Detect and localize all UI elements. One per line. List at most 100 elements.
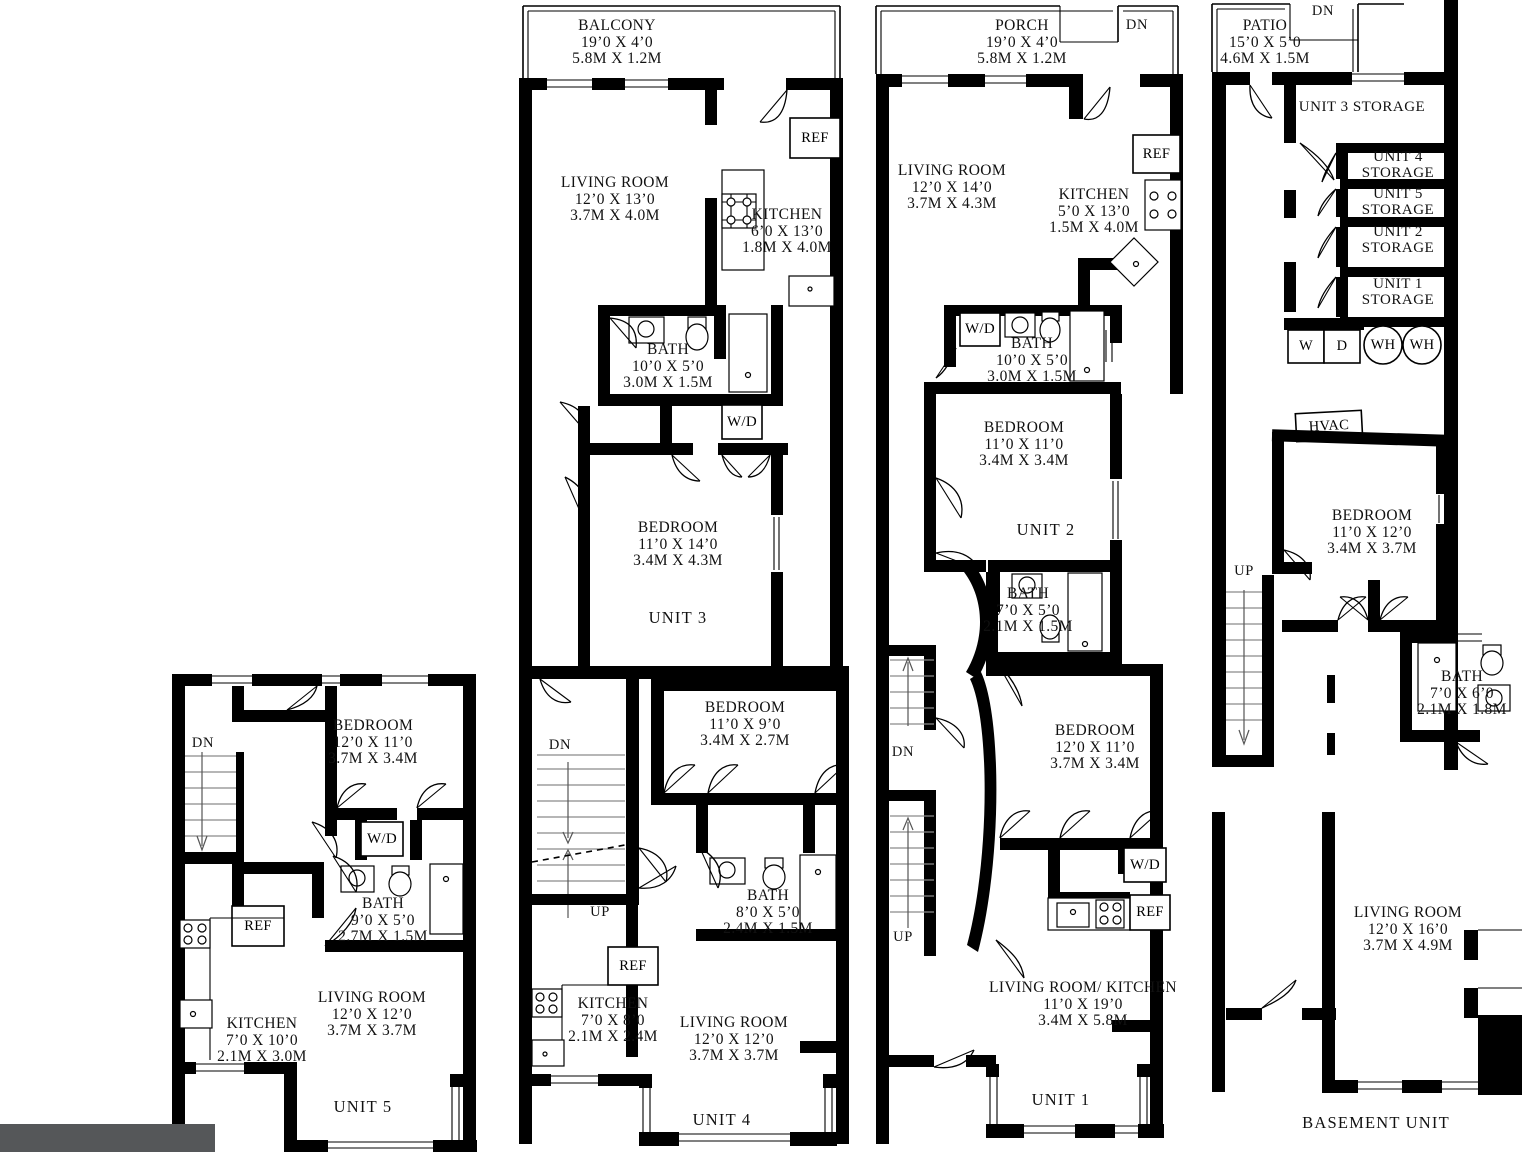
- room-name: BALCONY: [578, 17, 656, 34]
- room-dim-metric: 5.8M X 1.2M: [572, 50, 662, 68]
- room-dim-metric: 2.1M X 2.4M: [568, 1028, 658, 1046]
- room-dim-metric: 3.4M X 4.3M: [633, 552, 723, 570]
- room-dim-metric: 2.1M X 1.5M: [983, 618, 1073, 636]
- room-label-patio-basement: PATIO 15’0 X 5’0 4.6M X 1.5M: [1220, 17, 1310, 68]
- room-name: LIVING ROOM: [679, 1014, 789, 1031]
- room-dim-metric: 3.7M X 3.7M: [689, 1047, 779, 1065]
- room-dim-imperial: 9’0 X 5’0: [351, 911, 415, 929]
- appliance-wd-unit1: W/D: [1129, 856, 1161, 873]
- room-dim-metric: 3.7M X 4.3M: [907, 195, 997, 213]
- room-name: LIVING ROOM: [560, 174, 670, 191]
- room-name: BEDROOM: [637, 519, 719, 536]
- unit-label-basement: BASEMENT UNIT: [1302, 1113, 1450, 1132]
- room-name: BATH: [1440, 668, 1484, 685]
- unit-label-unit5: UNIT 5: [333, 1097, 393, 1116]
- room-dim-metric: 3.4M X 3.4M: [979, 452, 1069, 470]
- room-dim-metric: 5.8M X 1.2M: [977, 50, 1067, 68]
- room-dim-imperial: 11’0 X 12’0: [1332, 523, 1412, 541]
- stair-label-dn-basement: DN: [1311, 3, 1335, 19]
- room-name: KITCHEN: [1058, 186, 1130, 203]
- watermark-bar: [0, 1124, 215, 1152]
- room-name: KITCHEN: [226, 1015, 298, 1032]
- room-dim-metric: 1.5M X 4.0M: [1049, 219, 1139, 237]
- room-label-bath-unit2: BATH 10’0 X 5’0 3.0M X 1.5M: [987, 335, 1077, 386]
- stair-label-dn-unit2: DN: [1125, 17, 1149, 33]
- room-dim-imperial: 10’0 X 5’0: [995, 351, 1069, 369]
- room-label-living-unit5: LIVING ROOM 12’0 X 12’0 3.7M X 3.7M: [318, 989, 426, 1040]
- room-label-bath-unit3: BATH 10’0 X 5’0 3.0M X 1.5M: [623, 341, 713, 392]
- room-label-living-basement: LIVING ROOM 12’0 X 16’0 3.7M X 4.9M: [1354, 904, 1462, 955]
- unit3-geometry: [519, 5, 849, 704]
- room-label-bedroom-basement: BEDROOM 11’0 X 12’0 3.4M X 3.7M: [1327, 507, 1417, 558]
- room-dim-imperial: 11’0 X 14’0: [638, 535, 718, 553]
- stair-label-dn-unit4: DN: [548, 737, 572, 753]
- room-dim-metric: 3.7M X 3.4M: [1050, 755, 1140, 773]
- unit-label-unit1: UNIT 1: [1031, 1090, 1091, 1109]
- room-label-balcony-unit3: BALCONY 19’0 X 4’0 5.8M X 1.2M: [572, 17, 662, 68]
- room-label-bedroom-unit4: BEDROOM 11’0 X 9’0 3.4M X 2.7M: [700, 699, 790, 750]
- room-dim-imperial: 7’0 X 10’0: [225, 1031, 299, 1049]
- stair-label-dn-unit5: DN: [191, 735, 215, 751]
- appliance-waterheater-2: WH: [1409, 336, 1435, 353]
- room-label-bath2-unit2: BATH 7’0 X 5’0 2.1M X 1.5M: [983, 585, 1073, 636]
- appliance-ref-unit2: REF: [1142, 145, 1171, 162]
- room-dim-imperial: 19’0 X 4’0: [985, 33, 1059, 51]
- stair-label-dn-unit1: DN: [891, 744, 915, 760]
- room-name: BATH: [646, 341, 690, 358]
- room-dim-metric: 3.4M X 5.8M: [1038, 1012, 1128, 1030]
- basement-geometry: [1211, 0, 1522, 1095]
- room-label-bedroom-unit3: BEDROOM 11’0 X 14’0 3.4M X 4.3M: [633, 519, 723, 570]
- room-name: KITCHEN: [751, 206, 823, 223]
- room-label-living-unit2: LIVING ROOM 12’0 X 14’0 3.7M X 4.3M: [898, 162, 1006, 213]
- room-name: LIVING ROOM/ KITCHEN: [989, 979, 1177, 996]
- unit-label-unit4: UNIT 4: [692, 1110, 752, 1129]
- unit5-geometry: [172, 674, 477, 1152]
- room-dim-metric: 3.7M X 4.9M: [1363, 937, 1453, 955]
- room-name: KITCHEN: [577, 995, 649, 1012]
- room-dim-imperial: 15’0 X 5’0: [1228, 33, 1302, 51]
- room-dim-imperial: 12’0 X 12’0: [693, 1030, 775, 1048]
- room-label-kitchen-unit2: KITCHEN 5’0 X 13’0 1.5M X 4.0M: [1049, 186, 1139, 237]
- unit4-geometry: [519, 679, 849, 1146]
- room-dim-imperial: 12’0 X 16’0: [1367, 920, 1449, 938]
- appliance-wd-unit3: W/D: [726, 413, 758, 430]
- room-name: BATH: [746, 887, 790, 904]
- room-dim-metric: 3.7M X 3.4M: [328, 750, 418, 768]
- room-label-bath-unit4: BATH 8’0 X 5’0 2.4M X 1.5M: [723, 887, 813, 938]
- room-name: BEDROOM: [1331, 507, 1413, 524]
- appliance-ref-unit5: REF: [244, 917, 272, 934]
- stair-label-up-unit1: UP: [893, 929, 913, 945]
- room-label-bath-basement: BATH 7’0 X 6’0 2.1M X 1.8M: [1417, 668, 1507, 719]
- room-name: BATH: [1010, 335, 1054, 352]
- appliance-washer-basement: W: [1299, 338, 1313, 354]
- room-dim-metric: 3.7M X 3.7M: [327, 1022, 417, 1040]
- room-name: BATH: [1006, 585, 1050, 602]
- room-dim-imperial: 11’0 X 9’0: [709, 715, 781, 733]
- room-dim-imperial: 19’0 X 4’0: [580, 33, 654, 51]
- room-label-bedroom-unit1: BEDROOM 12’0 X 11’0 3.7M X 3.4M: [1050, 722, 1140, 773]
- room-dim-imperial: 12’0 X 11’0: [1055, 738, 1135, 756]
- room-dim-metric: 1.8M X 4.0M: [742, 239, 832, 257]
- room-name: PORCH: [995, 17, 1049, 34]
- appliance-hvac-basement: HVAC: [1308, 416, 1350, 435]
- room-name: BEDROOM: [983, 419, 1065, 436]
- room-dim-metric: 3.7M X 4.0M: [570, 207, 660, 225]
- room-name: BATH: [361, 895, 405, 912]
- room-dim-imperial: 12’0 X 12’0: [331, 1005, 413, 1023]
- room-dim-metric: 2.7M X 1.5M: [338, 928, 428, 946]
- unit2-geometry: [875, 5, 1183, 707]
- appliance-wd-unit5: W/D: [366, 830, 398, 847]
- room-dim-metric: 4.6M X 1.5M: [1220, 50, 1310, 68]
- appliance-dryer-basement: D: [1336, 338, 1348, 354]
- room-dim-metric: 3.4M X 2.7M: [700, 732, 790, 750]
- room-dim-metric: 3.0M X 1.5M: [987, 368, 1077, 386]
- room-dim-imperial: 11’0 X 19’0: [1043, 995, 1123, 1013]
- appliance-ref-unit4: REF: [619, 957, 647, 974]
- room-dim-imperial: 5’0 X 13’0: [1057, 202, 1131, 220]
- stair-label-up-unit4: UP: [590, 904, 610, 920]
- appliance-ref-unit1: REF: [1136, 904, 1164, 920]
